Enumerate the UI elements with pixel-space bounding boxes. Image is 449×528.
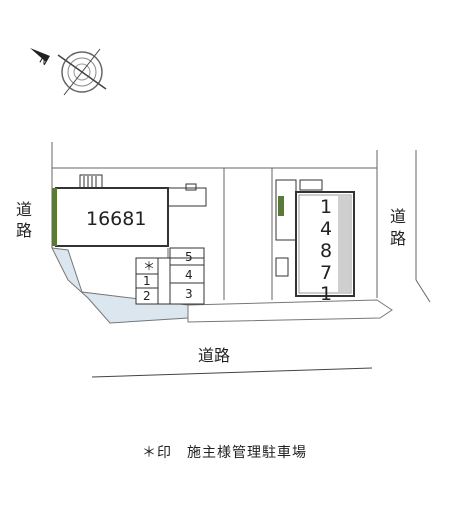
building-right-digit: 7 (320, 262, 332, 284)
parking-slot-label: 5 (185, 250, 193, 264)
building-left: 16681 (52, 174, 207, 247)
road-label-left: 路 (16, 221, 32, 240)
footnote: ＊印 施主様管理駐車場 (142, 445, 307, 461)
parking-area: ＊ 1 2 5 4 3 (135, 247, 205, 305)
site-boundaries (51, 142, 431, 305)
road-label-right: 路 (390, 229, 406, 248)
road-label-bottom: 道路 (198, 346, 230, 365)
parking-slot-label: 1 (143, 274, 151, 288)
parking-slot-label: 2 (143, 289, 151, 303)
parking-slot-label: 3 (185, 287, 193, 301)
road-label-left: 道 (16, 200, 32, 219)
building-right-digit: 8 (320, 240, 332, 262)
building-right-digit: 1 (320, 196, 332, 218)
building-left-number: 16681 (86, 208, 146, 230)
compass-rose-icon: N (30, 48, 107, 96)
building-right-digit: 4 (320, 218, 332, 240)
road-label-right: 道 (390, 207, 406, 226)
building-right-digit: 1 (320, 283, 332, 305)
parking-slot-label: 4 (185, 268, 193, 282)
building-right: 1 4 8 7 1 (275, 179, 355, 305)
parking-slot-label: ＊ (143, 259, 155, 273)
